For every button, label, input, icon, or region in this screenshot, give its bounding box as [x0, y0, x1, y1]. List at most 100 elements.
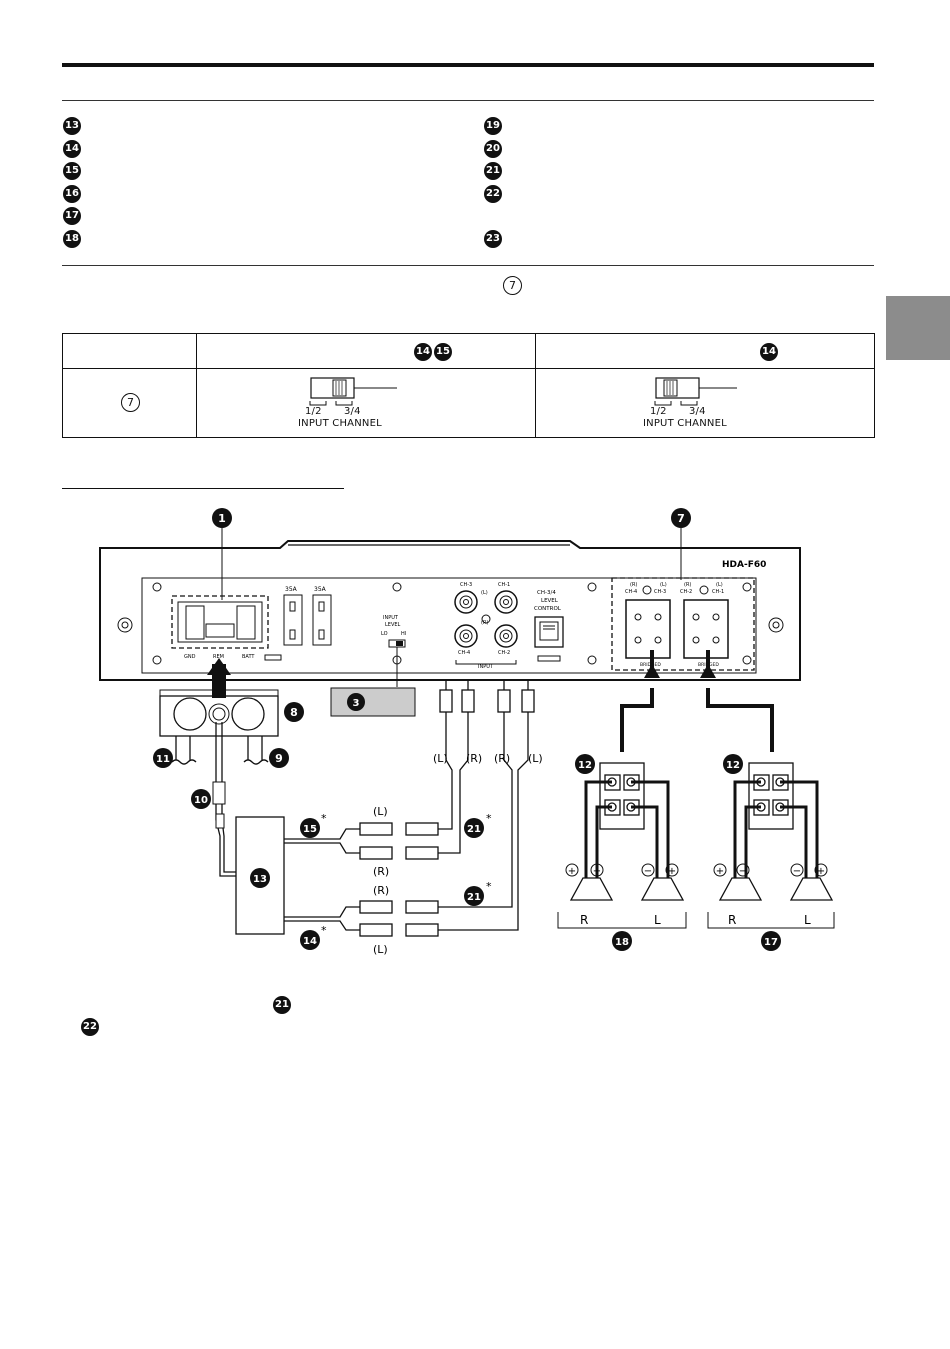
- l-label: (L): [481, 590, 488, 596]
- table-row-label: 7: [62, 368, 197, 438]
- fuse-icon: [312, 594, 332, 646]
- svg-text:(L): (L): [660, 582, 667, 588]
- ch34-control: CONTROL: [534, 606, 562, 612]
- header-ref-badge: 14: [414, 343, 432, 361]
- svg-text:17: 17: [764, 937, 778, 948]
- legend-badge: 21: [484, 162, 502, 180]
- svg-text:−: −: [793, 866, 801, 877]
- svg-text:21: 21: [467, 892, 481, 903]
- speaker-terminal-icon: [599, 762, 794, 830]
- svg-text:*: *: [321, 812, 327, 825]
- svg-text:7: 7: [677, 512, 685, 525]
- batt-label: BATT: [242, 654, 255, 660]
- svg-text:(R): (R): [373, 865, 389, 878]
- wiring-diagram: HDA-F60 GND REM BATT 35A 35A INPUT LEVEL…: [99, 508, 835, 956]
- level-control-jack: [534, 616, 564, 648]
- fuse-label: 35A: [285, 586, 298, 593]
- ch2-label: CH-2: [498, 650, 510, 656]
- speaker-output-frame: [611, 577, 755, 671]
- amplifier-body: [99, 540, 801, 681]
- svg-text:(R): (R): [494, 752, 510, 765]
- input-channel-switch-icon: [309, 377, 397, 406]
- svg-text:3: 3: [353, 698, 360, 709]
- svg-text:*: *: [321, 924, 327, 937]
- svg-text:(L): (L): [373, 805, 388, 818]
- switch-pos-a: 1/2: [305, 406, 322, 417]
- section-divider: [62, 265, 874, 266]
- legend-badge: 13: [63, 117, 81, 135]
- lo-label: LO: [381, 631, 388, 637]
- svg-text:CH-2: CH-2: [680, 589, 692, 595]
- power-terminal-frame: [171, 595, 269, 649]
- legend-badge: 23: [484, 230, 502, 248]
- callout-badge: [671, 508, 691, 528]
- input-channel-switch-icon: [654, 377, 737, 406]
- svg-text:12: 12: [578, 760, 592, 771]
- svg-text:9: 9: [275, 752, 283, 765]
- svg-text:+: +: [817, 866, 825, 877]
- svg-text:CH-1: CH-1: [712, 589, 724, 595]
- input-level-sub: LEVEL: [385, 622, 401, 628]
- legend-badge: 19: [484, 117, 502, 135]
- rca-jack-icon: [454, 590, 518, 648]
- svg-text:13: 13: [253, 874, 267, 885]
- svg-text:(L): (L): [373, 943, 388, 956]
- table-header-cell: 14 15: [196, 333, 536, 369]
- speaker-terminal-block: [625, 599, 671, 659]
- ch3-label: CH-3: [460, 582, 472, 588]
- switch-caption: INPUT CHANNEL: [643, 418, 727, 429]
- screw-icon: [117, 582, 784, 665]
- footnote-ref-badge: 21: [273, 996, 291, 1014]
- input-level-callout-box: [330, 687, 416, 717]
- svg-text:10: 10: [194, 795, 208, 806]
- fuse-label: 35A: [314, 586, 327, 593]
- ch34-level: LEVEL: [541, 598, 559, 604]
- svg-text:(L): (L): [433, 752, 448, 765]
- fuse-holder: [159, 695, 279, 737]
- legend-badge: 22: [484, 185, 502, 203]
- svg-text:18: 18: [615, 937, 629, 948]
- legend-badge: 16: [63, 185, 81, 203]
- svg-text:R: R: [580, 913, 588, 927]
- svg-text:12: 12: [726, 760, 740, 771]
- svg-text:−: −: [593, 866, 601, 877]
- svg-text:*: *: [486, 812, 492, 825]
- svg-text:11: 11: [156, 754, 170, 765]
- svg-text:+: +: [668, 866, 676, 877]
- svg-text:(R): (R): [466, 752, 482, 765]
- section-divider: [62, 100, 874, 101]
- model-name: HDA-F60: [722, 560, 766, 570]
- switch-cell-1: 1/2 3/4 INPUT CHANNEL: [196, 368, 536, 438]
- mode-table: 14 15 14 7 1/2 3/4 INPUT CHANNEL: [62, 333, 875, 438]
- section-tab: [886, 296, 950, 360]
- svg-text:14: 14: [303, 936, 317, 947]
- svg-text:15: 15: [303, 824, 317, 835]
- gnd-label: GND: [184, 654, 196, 660]
- speaker-icon: [569, 877, 834, 901]
- input-level-title: INPUT: [383, 615, 399, 621]
- svg-text:(L): (L): [716, 582, 723, 588]
- svg-text:+: +: [716, 866, 724, 877]
- footnote-ref-badge: 22: [81, 1018, 99, 1036]
- note-ref-circle: 7: [503, 276, 522, 295]
- legend-badge: 18: [63, 230, 81, 248]
- svg-text:1: 1: [218, 512, 226, 525]
- svg-text:−: −: [644, 866, 652, 877]
- svg-text:L: L: [654, 913, 661, 927]
- svg-text:CH-3: CH-3: [654, 589, 666, 595]
- legend-badge: 15: [63, 162, 81, 180]
- rca-plug-icon: [439, 689, 535, 713]
- svg-text:R: R: [728, 913, 736, 927]
- ch34-title: CH-3/4: [537, 590, 556, 596]
- table-header-cell: [62, 333, 197, 369]
- input-label: INPUT: [478, 664, 494, 670]
- callout-badge: [212, 508, 232, 528]
- svg-text:(R): (R): [373, 884, 389, 897]
- svg-text:+: +: [568, 866, 576, 877]
- legend-badge: 20: [484, 140, 502, 158]
- svg-text:(R): (R): [684, 582, 691, 588]
- hi-label: HI: [401, 631, 406, 637]
- svg-text:21: 21: [467, 824, 481, 835]
- legend-badge: 17: [63, 207, 81, 225]
- top-rule: [62, 63, 874, 67]
